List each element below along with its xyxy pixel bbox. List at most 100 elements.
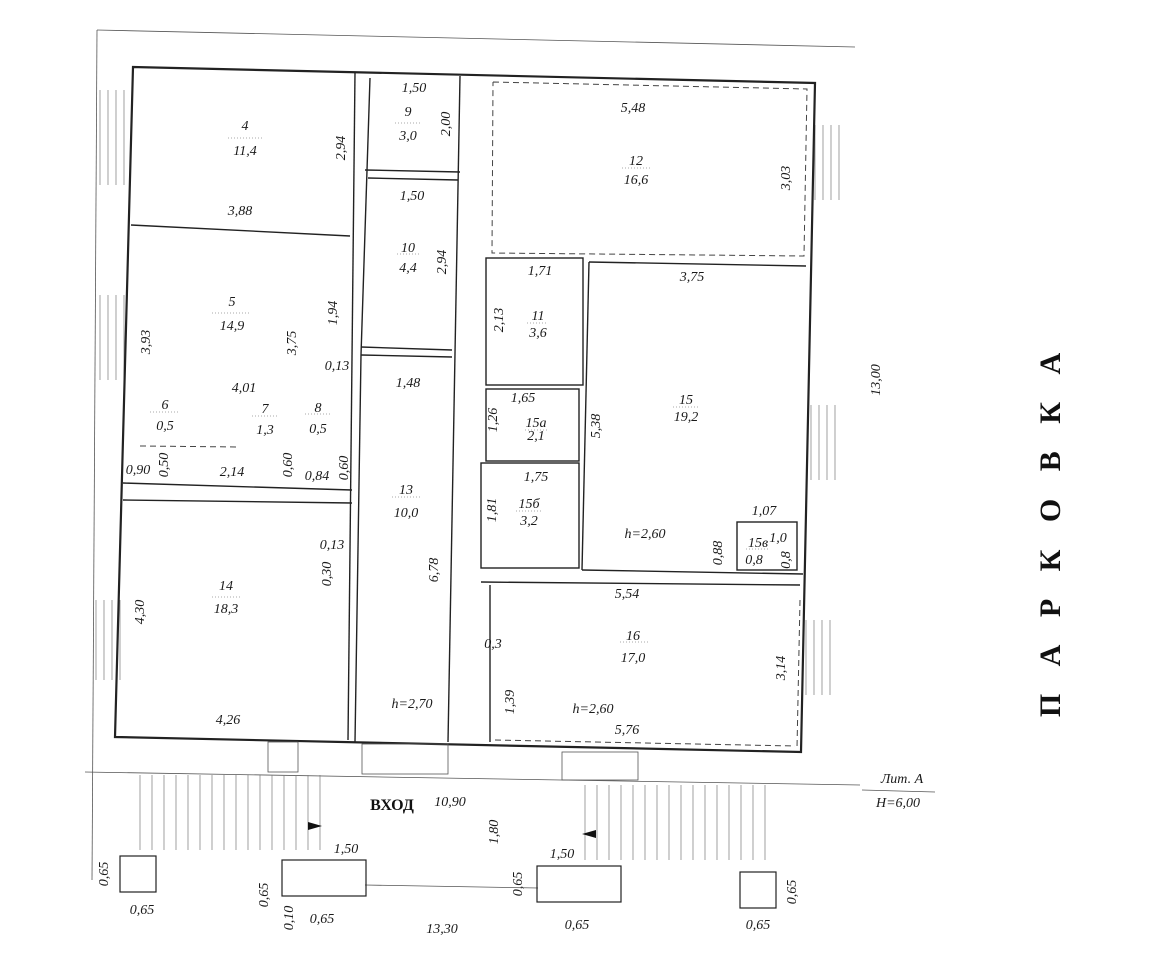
site-lines <box>84 29 861 881</box>
dim-label: 1,50 <box>402 81 427 96</box>
height-label: h=2,70 <box>392 697 433 712</box>
dim-label: 0,65 <box>565 918 590 933</box>
room-14-num: 14 <box>219 579 233 594</box>
dim-label: 3,75 <box>285 331 300 357</box>
dim-label: 0,3 <box>484 637 502 652</box>
room-4-area: 11,4 <box>233 144 256 159</box>
room-10-num: 10 <box>401 241 415 256</box>
room-labels: 4 11,4 5 14,9 6 0,5 7 1,3 8 0,5 9 3,0 10… <box>156 105 768 666</box>
dim-label: 0,65 <box>130 903 155 918</box>
height-label: h=2,60 <box>625 527 666 542</box>
room-11-num: 11 <box>532 309 545 324</box>
liter-height: H=6,00 <box>875 796 920 811</box>
dim-label: 4,30 <box>133 600 148 625</box>
dim-label: 1,50 <box>400 189 425 204</box>
dim-label: 2,94 <box>435 250 450 275</box>
room-8-area: 0,5 <box>309 422 327 437</box>
room-12-area: 16,6 <box>624 173 649 188</box>
fraction-bars <box>150 122 770 643</box>
room-6-area: 0,5 <box>156 419 174 434</box>
dashed-partitions <box>139 81 808 749</box>
dim-label: 4,01 <box>232 381 257 396</box>
dim-label: 3,75 <box>679 270 705 285</box>
room-13-area: 10,0 <box>394 506 419 521</box>
dim-label: 0,13 <box>325 359 350 374</box>
room-15-area: 19,2 <box>674 410 699 425</box>
dim-label: 3,88 <box>227 204 253 219</box>
dim-label: 0,60 <box>281 453 296 478</box>
dim-label: 5,76 <box>615 723 640 738</box>
dim-label: 5,48 <box>621 101 646 116</box>
dim-label: 1,39 <box>503 690 518 715</box>
dim-label: 2,13 <box>492 308 507 333</box>
dim-label: 0,13 <box>320 538 345 553</box>
room-15v-area: 0,8 <box>745 553 763 568</box>
dim-label: 0,60 <box>337 456 352 481</box>
dim-label: 1,26 <box>486 408 501 433</box>
room-15a-area: 2,1 <box>527 429 545 444</box>
height-label: h=2,60 <box>573 702 614 717</box>
room-9-area: 3,0 <box>398 129 417 144</box>
dim-label: 0,65 <box>511 872 526 897</box>
entrance-arrow-icon <box>582 830 596 838</box>
room-5-num: 5 <box>229 295 236 310</box>
room-9-num: 9 <box>405 105 412 120</box>
room-16-area: 17,0 <box>621 651 646 666</box>
interior-walls <box>122 71 807 743</box>
room-6-num: 6 <box>162 398 169 413</box>
dim-label: 0,84 <box>305 469 330 484</box>
dim-label: 1,81 <box>485 498 500 523</box>
parking-label: П А Р К О В К А <box>1034 343 1067 717</box>
dim-label: 1,0 <box>769 531 787 546</box>
height-labels: h=2,70 h=2,60 h=2,60 <box>392 527 666 717</box>
window-hatches <box>95 90 840 695</box>
room-14-area: 18,3 <box>214 602 239 617</box>
dim-label: 1,48 <box>396 376 421 391</box>
dim-label: 5,54 <box>615 587 640 602</box>
room-11-area: 3,6 <box>528 326 547 341</box>
room-8-num: 8 <box>315 401 322 416</box>
dim-label: 1,71 <box>528 264 553 279</box>
room-7-num: 7 <box>262 402 270 417</box>
dim-label: 10,90 <box>434 795 466 810</box>
dim-label: 13,30 <box>426 922 458 937</box>
dim-label: 0,90 <box>126 463 151 478</box>
dim-label: 0,65 <box>746 918 771 933</box>
dim-label: 3,93 <box>139 330 154 356</box>
entrance-arrow-icon <box>308 822 322 830</box>
liter-name: Лит. А <box>880 772 924 787</box>
building-outline <box>113 65 817 754</box>
dim-label: 0,65 <box>257 883 272 908</box>
entrance-steps <box>119 741 777 909</box>
dim-label: 0,88 <box>711 541 726 566</box>
dim-label: 1,65 <box>511 391 536 406</box>
room-4-num: 4 <box>242 119 249 134</box>
room-5-area: 14,9 <box>220 319 245 334</box>
dim-label: 1,50 <box>334 842 359 857</box>
room-15-num: 15 <box>679 393 693 408</box>
dim-label: 2,14 <box>220 465 245 480</box>
dim-label: 4,26 <box>216 713 241 728</box>
dim-label: 0,65 <box>310 912 335 927</box>
room-7-area: 1,3 <box>256 423 274 438</box>
dim-label: 3,03 <box>779 166 794 192</box>
dim-label: 0,30 <box>320 562 335 587</box>
dim-label: 2,94 <box>334 136 349 161</box>
dim-label: 0,65 <box>785 880 800 905</box>
room-15v-num: 15в <box>748 536 768 551</box>
entrance-label: ВХОД <box>370 797 414 814</box>
dim-label: 0,10 <box>282 906 297 931</box>
dim-label: 1,50 <box>550 847 575 862</box>
dim-label: 1,07 <box>752 504 778 519</box>
room-15a-num: 15а <box>526 416 547 431</box>
dim-label: 6,78 <box>427 558 442 583</box>
dim-label: 0,50 <box>157 453 172 478</box>
dim-label: 1,80 <box>487 820 502 845</box>
dim-label: 1,75 <box>524 470 549 485</box>
dim-label: 1,94 <box>326 301 341 326</box>
room-10-area: 4,4 <box>399 261 417 276</box>
room-15b-area: 3,2 <box>519 514 538 529</box>
room-15b-num: 15б <box>518 497 540 512</box>
room-12-num: 12 <box>629 154 643 169</box>
